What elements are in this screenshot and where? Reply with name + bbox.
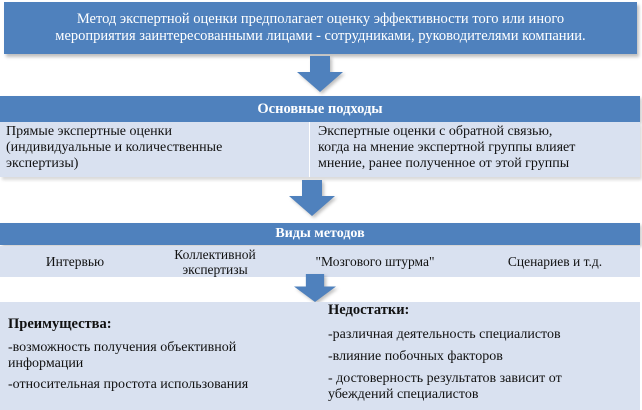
method-collective-expertise: Коллективной экспертизы xyxy=(174,246,256,277)
disadvantage-item: -влияние побочных факторов xyxy=(328,349,503,364)
advantages-box: Преимущества: -возможность получения объ… xyxy=(0,302,320,410)
arrow-down-icon xyxy=(289,180,335,216)
intro-text: Метод экспертной оценки предполагает оце… xyxy=(55,11,586,44)
methods-row: Интервью Коллективной экспертизы "Мозгов… xyxy=(0,246,640,277)
advantage-item: -возможность получения объективной инфор… xyxy=(8,340,237,371)
advantage-item: -относительная простота использования xyxy=(8,377,249,392)
arrow-down-icon xyxy=(297,56,343,92)
method-brainstorming: "Мозгового штурма" xyxy=(315,254,435,269)
approaches-header: Основные подходы xyxy=(0,96,640,122)
disadvantages-title: Недостатки: xyxy=(328,302,410,318)
disadvantages-box: Недостатки: -различная деятельность спец… xyxy=(320,302,640,410)
methods-header: Виды методов xyxy=(0,223,640,245)
method-interview: Интервью xyxy=(45,254,105,269)
approach-feedback-text: Экспертные оценки с обратной связью, ког… xyxy=(318,124,576,171)
intro-box: Метод экспертной оценки предполагает оце… xyxy=(4,2,637,54)
approaches-row: Прямые экспертные оценки (индивидуальные… xyxy=(0,122,640,177)
advantages-title: Преимущества: xyxy=(8,316,112,332)
approach-direct: Прямые экспертные оценки (индивидуальные… xyxy=(0,122,310,177)
disadvantage-item: -различная деятельность специалистов xyxy=(328,327,561,342)
disadvantage-item: - достоверность результатов зависит от у… xyxy=(328,371,562,402)
approach-feedback: Экспертные оценки с обратной связью, ког… xyxy=(310,122,640,177)
arrow-down-icon xyxy=(294,274,336,302)
approach-direct-text: Прямые экспертные оценки (индивидуальные… xyxy=(6,124,223,171)
method-scenarios: Сценариев и т.д. xyxy=(507,254,603,269)
